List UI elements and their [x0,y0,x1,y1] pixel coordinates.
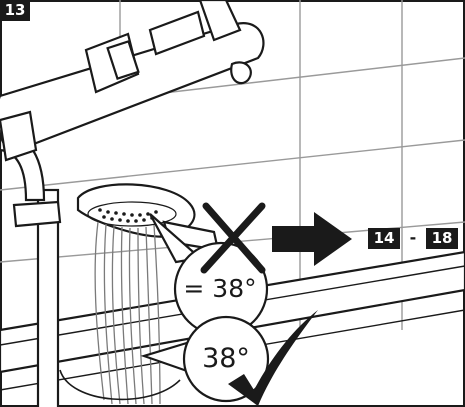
water-stream [94,221,161,405]
water-pool [59,369,181,401]
hand-shower [76,183,220,252]
step-number-badge: 13 [0,0,30,21]
cross-icon [200,202,266,274]
temperature-callout-top [149,213,269,337]
checkmark-icon [228,310,318,406]
slide-rail [12,188,62,407]
thermostatic-mixer [0,0,265,162]
temperature-check-reading: = 38° [183,274,257,303]
step-range-separator: - [409,228,417,247]
next-step-to-badge: 18 [426,228,458,249]
temperature-target-reading: 38° [202,343,250,374]
arrow-right-icon [272,212,352,266]
next-step-from-badge: 14 [368,228,400,249]
